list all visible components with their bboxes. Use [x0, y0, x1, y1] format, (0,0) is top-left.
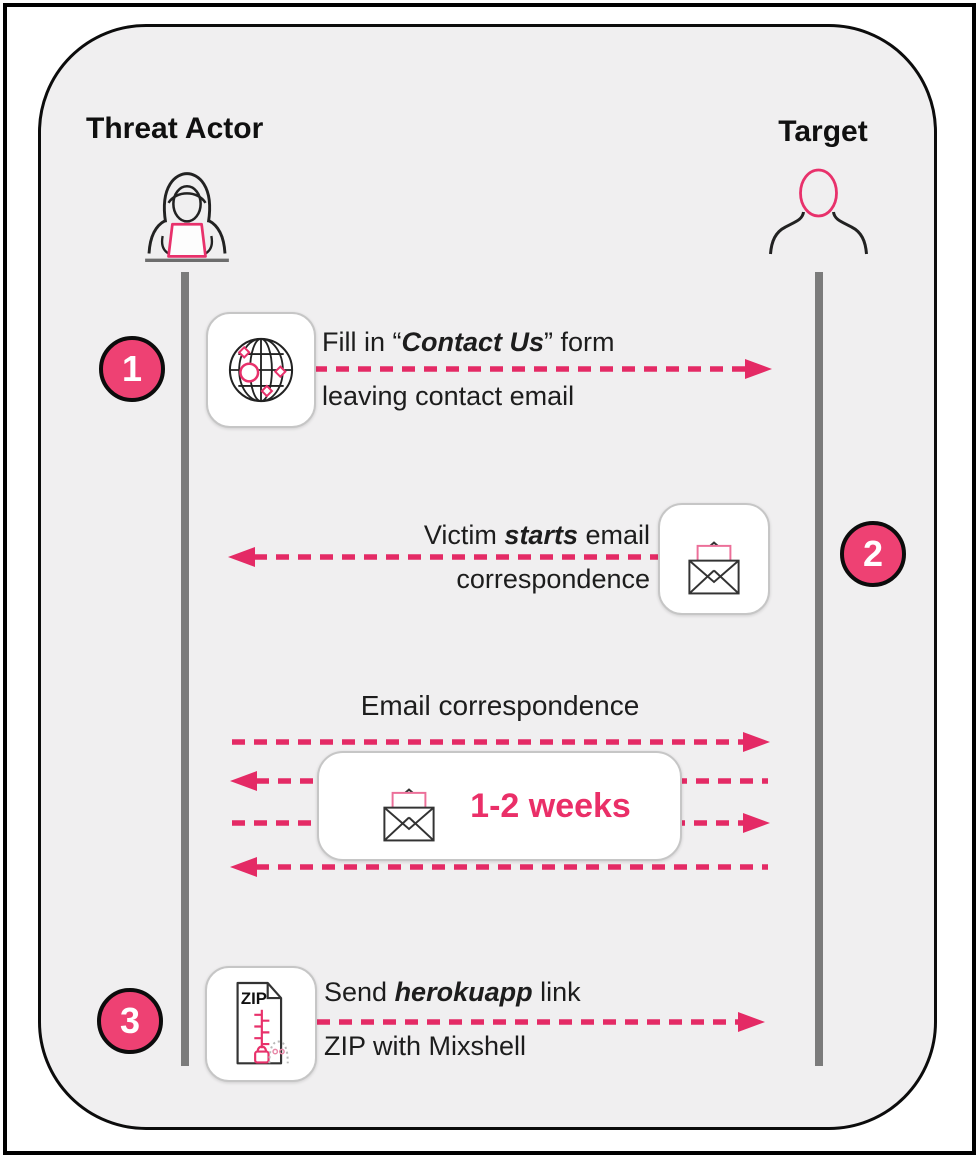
step-2-text-line1: Victim starts email — [423, 520, 650, 550]
step-3-arrow-right — [317, 1012, 765, 1032]
hooded-hacker-at-laptop-icon — [145, 172, 229, 262]
email-arrow-4-left — [230, 857, 768, 877]
threat-actor-lifeline — [181, 272, 189, 1066]
duration-label: 1-2 weeks — [470, 786, 631, 825]
person-silhouette-icon — [769, 168, 868, 255]
envelope-icon-card — [658, 503, 770, 615]
step-3-text-line1: Send herokuapp link — [324, 977, 581, 1007]
step-1-badge: 1 — [99, 336, 165, 402]
zip-file-icon: ZIP — [236, 981, 289, 1065]
email-correspondence-title: Email correspondence — [360, 690, 640, 721]
step-1-text-line2: leaving contact email — [322, 381, 575, 411]
duration-box: 1-2 weeks — [317, 751, 682, 861]
step-2-number: 2 — [862, 533, 884, 574]
zip-label: ZIP — [241, 989, 267, 1008]
step-2-badge: 2 — [840, 521, 906, 587]
step-1-text-line1: Fill in “Contact Us” form — [322, 327, 615, 357]
email-arrow-1-right — [232, 732, 770, 752]
step-2-arrow-left — [228, 547, 658, 567]
step-1-number: 1 — [121, 348, 143, 389]
globe-network-icon — [228, 337, 294, 403]
target-title: Target — [778, 115, 868, 148]
step-1-arrow-right — [314, 359, 772, 379]
open-envelope-letter-icon — [688, 541, 740, 595]
step-3-text-line2: ZIP with Mixshell — [324, 1031, 527, 1061]
globe-icon-card — [206, 312, 316, 428]
zip-file-icon-card: ZIP — [205, 966, 317, 1082]
target-lifeline — [815, 272, 823, 1066]
step-3-badge: 3 — [97, 988, 163, 1054]
step-2-text-line2: correspondence — [456, 564, 650, 594]
step-3-number: 3 — [119, 1000, 141, 1041]
threat-actor-title: Threat Actor — [86, 112, 264, 145]
open-envelope-letter-icon — [383, 788, 435, 842]
email-arrow-2-left — [230, 771, 768, 791]
outer-border — [3, 3, 976, 1155]
